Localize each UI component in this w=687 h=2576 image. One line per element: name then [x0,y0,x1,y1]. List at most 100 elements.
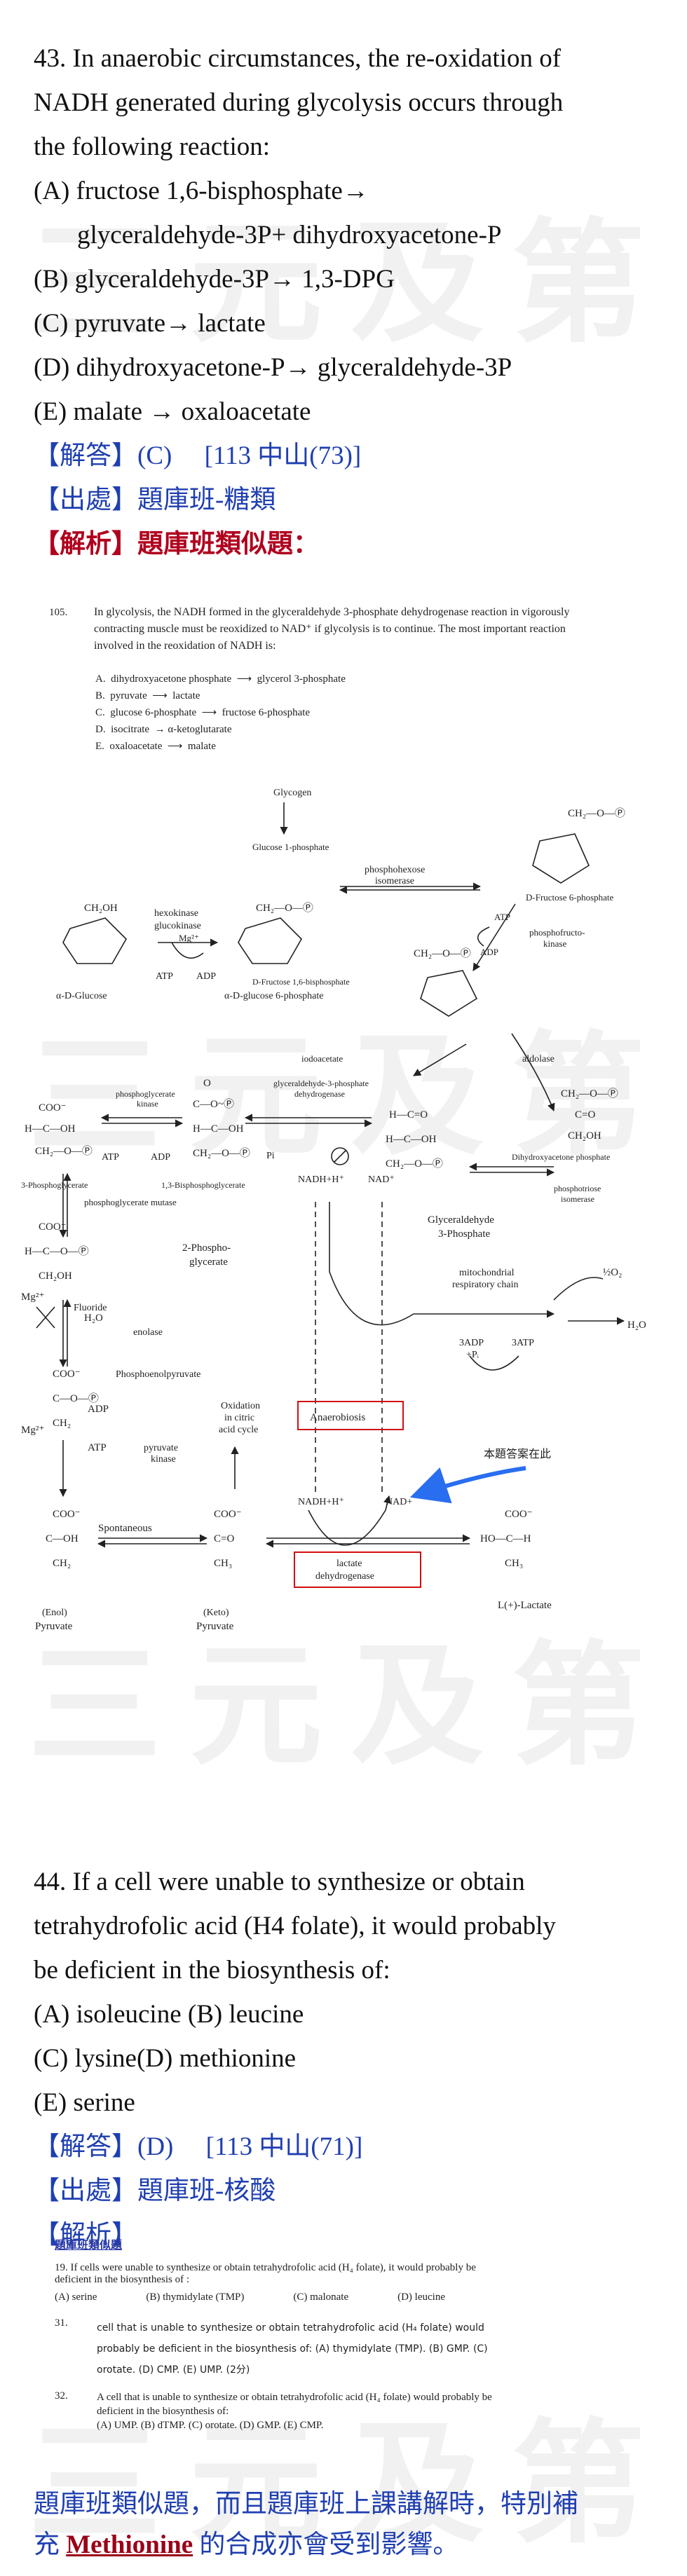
phi-label-1: phosphohexose [365,865,425,875]
answer-source: [113 中山(73)] [204,441,362,470]
q43-stem-line: 43. In anaerobic circumstances, the re-o… [34,44,562,73]
nadh2-label: NADH+H⁺ [298,1497,344,1507]
svg-text:H—C—OH: H—C—OH [386,1134,437,1145]
pk-label-2: kinase [151,1454,176,1465]
adp3-label: 3ADP [459,1338,484,1348]
scan-option-c: C. glucose 6-phosphate ⟶ fructose 6-phos… [95,707,311,718]
footer-line-1: 題庫班類似題，而且題庫班上課講解時，特別補 [34,2490,578,2519]
svg-text:H—C—OH: H—C—OH [193,1123,244,1135]
q44-stem-line: 44. If a cell were unable to synthesize … [34,1868,525,1896]
pfk-label-1: phosphofructo- [529,927,585,938]
source-value: 題庫班-糖類 [137,486,276,514]
hexokinase-label: hexokinase [154,908,198,919]
svg-text:CH₂—O—Ⓟ: CH₂—O—Ⓟ [568,807,625,819]
f6p-ring [532,833,590,884]
enolase-label: enolase [133,1327,163,1338]
anaerobiosis-box [297,1401,404,1430]
q44-options-ab: (A) isoleucine (B) leucine [34,2000,304,2029]
g6p-label: α-D-glucose 6-phosphate [224,991,323,1001]
adp-label: ADP [151,1152,170,1163]
sim31: 31. cell that is unable to synthesize or… [55,2317,488,2376]
mito-label-1: mitochondrial [459,1268,515,1278]
answer-tag: 【解答】 [34,2132,137,2161]
svg-text:C—OH: C—OH [46,1533,79,1544]
svg-text:C=O: C=O [575,1109,595,1121]
half-o2-label: ½O₂ [603,1267,622,1278]
svg-text:ATP: ATP [88,1442,107,1453]
atp-label: ATP [156,971,173,982]
q44-stem-line: be deficient in the biosynthesis of: [34,1956,390,1985]
svg-text:H—C—OH: H—C—OH [25,1123,76,1135]
answer-tag: 【解答】 [34,441,137,470]
svg-text:Mg²⁺: Mg²⁺ [21,1292,44,1303]
svg-text:HO—C—H: HO—C—H [480,1533,531,1544]
svg-text:H₂O: H₂O [84,1313,103,1324]
svg-text:COO⁻: COO⁻ [39,1102,67,1114]
anaerobiosis-label: Anaerobiosis [310,1412,365,1423]
scan-text: In glycolysis, the NADH formed in the gl… [94,606,570,618]
nad2-label: NAD+ [386,1497,412,1507]
svg-text:CH₂—O—Ⓟ: CH₂—O—Ⓟ [561,1088,618,1099]
footer-note: 題庫班類似題，而且題庫班上課講解時，特別補 充 Methionine 的合成亦會… [34,2484,665,2565]
q43-option-d: (D) dihydroxyacetone-P→ glyceraldehyde-3… [34,353,512,382]
sim19-line: 19. If cells were unable to synthesize o… [55,2262,476,2273]
svg-text:CH₂OH: CH₂OH [84,903,118,914]
glucose-ring [62,917,127,964]
alpha-glucose-label: α-D-Glucose [56,991,107,1001]
answer-pointer-arrow [409,1466,526,1504]
q43-source-line: 【出處】題庫班-糖類 [34,478,665,522]
q43-stem-line: the following reaction: [34,132,271,161]
adp-label: ADP [480,947,498,957]
source-tag: 【出處】 [34,2177,137,2205]
svg-text:CH₂OH: CH₂OH [568,1130,601,1142]
answer-value: (C) [137,441,172,470]
dhap-label: Dihydroxyacetone phosphate [512,1152,610,1162]
svg-text:CH₂—O—Ⓟ: CH₂—O—Ⓟ [256,902,313,914]
enol-label: (Enol) [42,1608,67,1618]
spontaneous-label: Spontaneous [98,1523,152,1534]
source-value: 題庫班-核酸 [137,2177,276,2205]
scan-option-a: A. dihydroxyacetone phosphate ⟶ glycerol… [95,673,346,685]
analysis-value: 題庫班類似題： [137,530,319,559]
q43-stem-line: NADH generated during glycolysis occurs … [34,88,564,117]
svg-text:C—O~Ⓟ: C—O~Ⓟ [193,1098,234,1110]
svg-text:CH₂—O—Ⓟ: CH₂—O—Ⓟ [414,947,471,959]
question-44: 44. If a cell were unable to synthesize … [34,1860,665,2257]
pg2-label-1: 2-Phospho- [182,1242,231,1254]
mito-label-2: respiratory chain [452,1280,518,1290]
pep-label: Phosphoenolpyruvate [116,1369,200,1380]
sim32: 32. A cell that is unable to synthesize … [55,2390,492,2431]
svg-text:C=O: C=O [214,1533,234,1544]
structure-text: CH₂OH CH₂—O—Ⓟ CH₂—O—Ⓟ CH₂—O—Ⓟ CH₂—O—Ⓟ C=… [21,807,625,1569]
scan-number: 105. [49,607,68,618]
g6p-ring [238,917,302,964]
pyruvate-label: Pyruvate [196,1621,234,1632]
q43-option-e: (E) malate → oxaloacetate [34,397,311,426]
bpg-label: 1,3-Bisphosphoglycerate [161,1180,245,1190]
svg-text:H—C—O—Ⓟ: H—C—O—Ⓟ [25,1245,89,1257]
pg2-label-2: glycerate [189,1256,228,1268]
scan-text: contracting muscle must be reoxidized to… [94,623,566,635]
pgk-label-2: kinase [137,1099,158,1109]
q43-option-c: (C) pyruvate→ lactate [34,309,266,338]
pgk-label-1: phosphoglycerate [116,1089,175,1099]
svg-text:CH₂OH: CH₂OH [39,1270,72,1282]
oxidation-label-1: Oxidation [221,1401,260,1411]
svg-text:CH₃: CH₃ [505,1558,523,1569]
svg-text:CH₂: CH₂ [53,1558,71,1569]
source-tag: 【出處】 [34,486,137,514]
g1p-label: Glucose 1-phosphate [252,842,329,852]
scan-option-b: B. pyruvate ⟶ lactate [95,690,200,701]
fluoride-label: Fluoride [74,1303,107,1313]
svg-text:CH₂—O—Ⓟ: CH₂—O—Ⓟ [193,1147,250,1159]
svg-text:COO⁻: COO⁻ [53,1369,81,1380]
q44-answer-line: 【解答】(D) [113 中山(71)] [34,2125,665,2169]
q44-similar-questions: 題庫班類似題 19. If cells were unable to synth… [55,2235,644,2432]
svg-text:COO⁻: COO⁻ [53,1509,81,1520]
keto-label: (Keto) [203,1608,229,1618]
tpi-label-1: phosphotriose [554,1184,601,1193]
nad-label: NAD⁺ [368,1174,395,1185]
analysis-tag: 【解析】 [34,530,137,559]
svg-text:COO⁻: COO⁻ [505,1509,533,1520]
